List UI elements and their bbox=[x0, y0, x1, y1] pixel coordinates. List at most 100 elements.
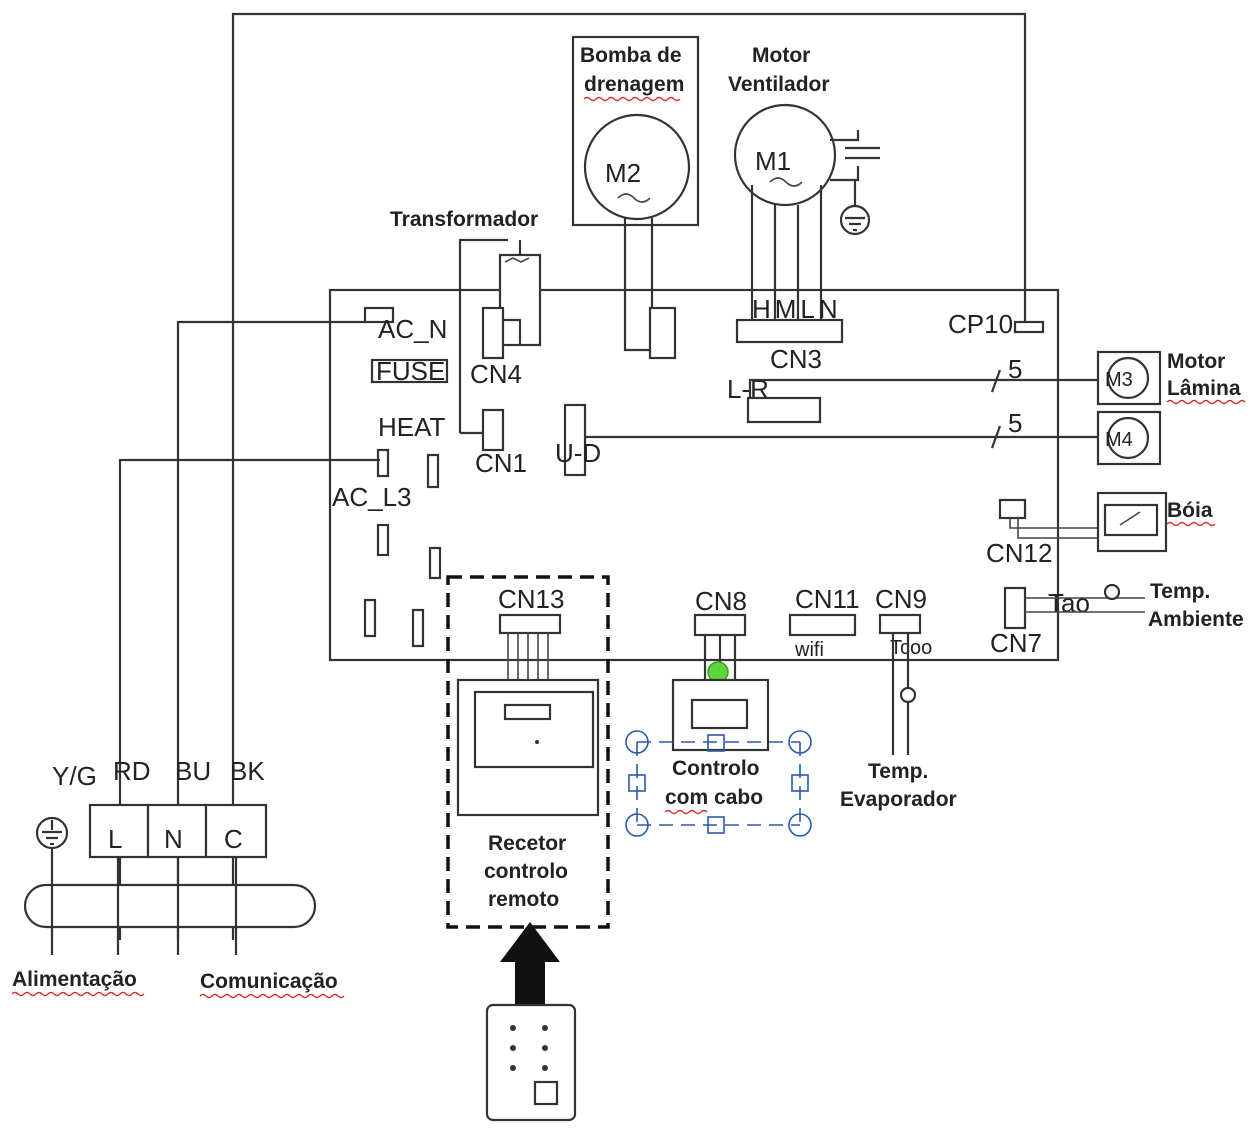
louver-motor-icon bbox=[1106, 356, 1150, 400]
lr-bus-count: 5 bbox=[1008, 354, 1022, 384]
remote-receiver-label-1: Recetor bbox=[488, 832, 566, 855]
fan-motor-label-1: Motor bbox=[752, 44, 810, 67]
cn1-label: CN1 bbox=[475, 448, 527, 478]
float-switch-icon bbox=[1103, 503, 1159, 537]
resize-handle-top[interactable] bbox=[707, 734, 725, 752]
float-switch-label: Bóia bbox=[1167, 499, 1213, 522]
drain-pump-label-1: Bomba de bbox=[580, 44, 682, 67]
wired-control-label-1: Controlo bbox=[672, 757, 759, 780]
updown-motor-icon bbox=[1106, 416, 1150, 460]
terminal-c: C bbox=[224, 824, 243, 854]
bk-wire-label: BK bbox=[230, 756, 265, 786]
yg-wire-label: Y/G bbox=[52, 761, 97, 791]
ac-l3-label: AC_L3 bbox=[332, 482, 412, 512]
remote-receiver-frame bbox=[446, 575, 610, 929]
fuse-label: FUSE bbox=[376, 356, 445, 386]
lr-connector bbox=[746, 396, 822, 424]
ud-label: U-D bbox=[555, 438, 601, 468]
drain-pump-connector bbox=[648, 306, 677, 360]
ac-n-terminal bbox=[363, 306, 395, 324]
resize-handle-bottom[interactable] bbox=[707, 816, 725, 834]
power-label: Alimentação bbox=[12, 968, 137, 991]
rd-wire-label: RD bbox=[113, 756, 151, 786]
cn3-label: CN3 bbox=[770, 344, 822, 374]
drain-pump-motor-icon bbox=[583, 113, 691, 221]
updown-motor-id: M4 bbox=[1105, 429, 1133, 451]
remote-controller-icon bbox=[485, 1003, 577, 1122]
wired-control[interactable]: Controlo com cabo bbox=[625, 678, 812, 837]
terminal-block: Y/G RD BU BK L N C bbox=[35, 756, 268, 859]
wired-control-connector bbox=[690, 698, 749, 730]
heat-terminal-1 bbox=[376, 448, 390, 478]
resize-handle-right[interactable] bbox=[791, 774, 809, 792]
cn8-label: CN8 bbox=[695, 586, 747, 616]
tcoo-label: Tcoo bbox=[890, 637, 932, 659]
cp10-label: CP10 bbox=[948, 309, 1013, 339]
resize-handle-bl[interactable] bbox=[625, 813, 649, 837]
ud-connector bbox=[563, 403, 587, 477]
fan-motor-label-2: Ventilador bbox=[728, 73, 830, 96]
evap-temp-label-2: Evaporador bbox=[840, 788, 957, 811]
resize-handle-br[interactable] bbox=[788, 813, 812, 837]
wired-control-label-2: com cabo bbox=[665, 786, 763, 809]
cn11-label: CN11 bbox=[795, 584, 860, 614]
remote-receiver-label-3: remoto bbox=[488, 888, 559, 911]
receiver-connector bbox=[503, 703, 552, 721]
evap-temp-label-1: Temp. bbox=[868, 760, 928, 783]
updown-motor: M4 bbox=[1096, 410, 1162, 466]
ac-n-label: AC_N bbox=[378, 314, 447, 344]
communication-label: Comunicação bbox=[200, 970, 338, 993]
fan-motor-id: M1 bbox=[755, 146, 791, 176]
ac-l3-terminal-2 bbox=[428, 546, 442, 580]
ac-l3-terminal-1 bbox=[376, 523, 390, 557]
louver-motor-label-1: Motor bbox=[1167, 350, 1225, 373]
tao-label: Tao bbox=[1048, 588, 1090, 618]
fan-motor: Motor Ventilador M1 bbox=[728, 44, 880, 320]
drain-pump-label-2: drenagem bbox=[584, 73, 684, 96]
louver-motor: M3 Motor Lâmina bbox=[1096, 350, 1246, 406]
cn1-connector bbox=[481, 408, 505, 452]
remote-receiver-label-2: controlo bbox=[484, 860, 568, 883]
drain-pump: Bomba de drenagem M2 bbox=[571, 35, 700, 360]
remote-receiver: CN13 Recetor controlo remoto bbox=[446, 575, 610, 929]
ambient-temp-label-2: Ambiente bbox=[1148, 608, 1244, 631]
cn3-connector bbox=[735, 318, 844, 344]
terminal-n: N bbox=[164, 824, 183, 854]
float-switch: Bóia bbox=[1096, 491, 1216, 553]
ambient-temp-label-1: Temp. bbox=[1150, 580, 1210, 603]
resize-handle-left[interactable] bbox=[628, 774, 646, 792]
cn13-connector bbox=[498, 613, 562, 635]
drain-pump-motor-id: M2 bbox=[605, 158, 641, 188]
ud-bus-count: 5 bbox=[1008, 408, 1022, 438]
terminal-3 bbox=[363, 598, 377, 638]
cn11-connector bbox=[788, 613, 857, 637]
louver-motor-label-2: Lâmina bbox=[1167, 377, 1241, 400]
arrow-up-icon bbox=[500, 922, 560, 1005]
cn7-label: CN7 bbox=[990, 628, 1042, 658]
resize-handle-tl[interactable] bbox=[625, 730, 649, 754]
terminal-l: L bbox=[108, 824, 122, 854]
fan-motor-icon bbox=[733, 103, 837, 207]
transformer: Transformador CN4 CN1 bbox=[390, 208, 542, 478]
cn12-connector bbox=[998, 498, 1027, 520]
louver-motor-id: M3 bbox=[1105, 369, 1133, 391]
cable-bundle bbox=[23, 883, 317, 929]
cn9-label: CN9 bbox=[875, 584, 927, 614]
cn4-connector bbox=[481, 306, 505, 360]
wifi-label: wifi bbox=[794, 639, 824, 661]
terminal-4 bbox=[411, 608, 425, 648]
cn8-connector bbox=[693, 613, 747, 637]
resize-handle-tr[interactable] bbox=[788, 730, 812, 754]
cn13-label: CN13 bbox=[498, 584, 564, 614]
fuse-box bbox=[370, 358, 449, 384]
top-loop-wire bbox=[231, 12, 1027, 940]
pcb-board bbox=[328, 288, 1060, 662]
heat-terminal-2 bbox=[426, 453, 440, 489]
cp10-terminal bbox=[1013, 320, 1045, 334]
ambient-sensor-icon bbox=[1103, 583, 1121, 601]
fan-ground-icon bbox=[839, 204, 871, 236]
evap-sensor-icon bbox=[899, 686, 917, 704]
cn9-connector bbox=[878, 613, 922, 635]
cn7-connector bbox=[1003, 586, 1027, 630]
heat-label: HEAT bbox=[378, 412, 446, 442]
